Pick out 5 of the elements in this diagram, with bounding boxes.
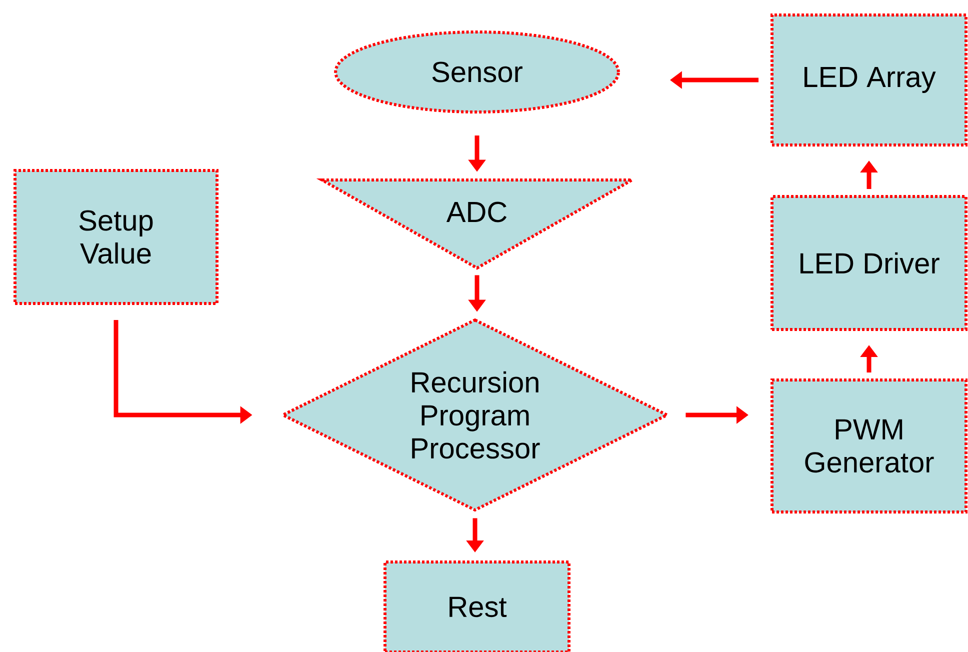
- process-box: LED Driver: [770, 195, 968, 331]
- process-box: LED Array: [770, 14, 968, 146]
- process-box: PWM Generator: [770, 378, 968, 514]
- process-box: Rest: [384, 560, 570, 652]
- process-box: Setup Value: [14, 169, 218, 305]
